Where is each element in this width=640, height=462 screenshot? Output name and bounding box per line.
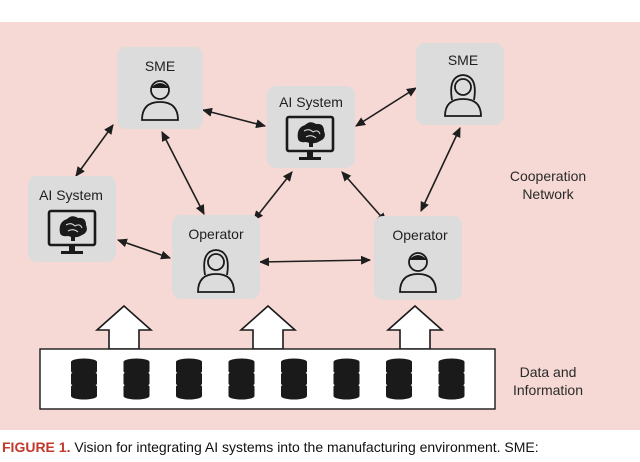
node-label: Operator	[392, 227, 448, 243]
arrow-ai-center-sme-right	[355, 87, 417, 127]
node-operator-left: Operator	[172, 215, 260, 299]
monitor-brain-icon	[285, 115, 335, 160]
node-label: AI System	[39, 187, 103, 203]
connections	[75, 87, 461, 267]
arrow-sme-left-operator-left	[161, 131, 205, 215]
node-sme-right: SME	[416, 43, 504, 125]
node-label: AI System	[279, 94, 343, 110]
node-box	[416, 43, 504, 125]
node-label: Operator	[188, 226, 244, 242]
database-icon	[123, 358, 150, 400]
male-user-icon	[141, 80, 179, 121]
node-label: SME	[448, 52, 478, 68]
arrow-ai-center-operator-right	[341, 171, 387, 223]
node-ai-system-center: AI System	[267, 86, 355, 168]
data-bar	[39, 348, 496, 410]
node-label: SME	[145, 58, 175, 74]
male-user-icon	[399, 252, 437, 293]
caption-text: Vision for integrating AI systems into t…	[70, 439, 539, 455]
cooperation-network-label: Cooperation	[510, 168, 586, 184]
database-row	[71, 358, 465, 400]
female-user-icon	[444, 74, 482, 117]
node-ai-system-left: AI System	[28, 176, 116, 262]
node-sme-left: SME	[117, 47, 203, 129]
arrow-ai-left-operator-left	[116, 238, 172, 260]
database-icon	[281, 358, 307, 400]
arrow-sme-left-ai-left	[75, 124, 114, 177]
arrow-sme-left-ai-center	[201, 107, 267, 129]
monitor-brain-icon	[47, 209, 97, 254]
arrow-operator-left-operator-right	[258, 255, 372, 267]
database-icon	[438, 358, 465, 400]
data-information-label: Data and	[520, 364, 577, 380]
arrow-ai-center-operator-left	[253, 171, 293, 221]
node-box	[172, 215, 260, 299]
node-operator-right: Operator	[374, 216, 462, 300]
database-icon	[386, 358, 412, 400]
database-icon	[228, 358, 255, 400]
cooperation-network-label: Network	[522, 186, 574, 202]
female-user-icon	[197, 249, 235, 293]
database-icon	[333, 358, 360, 400]
caption-figure-label: FIGURE 1.	[2, 439, 71, 455]
arrow-sme-right-operator-right	[420, 126, 461, 213]
database-icon	[176, 358, 202, 400]
figure-caption: FIGURE 1. Vision for integrating AI syst…	[2, 438, 638, 456]
database-icon	[71, 358, 97, 400]
data-information-label: Information	[513, 382, 583, 398]
